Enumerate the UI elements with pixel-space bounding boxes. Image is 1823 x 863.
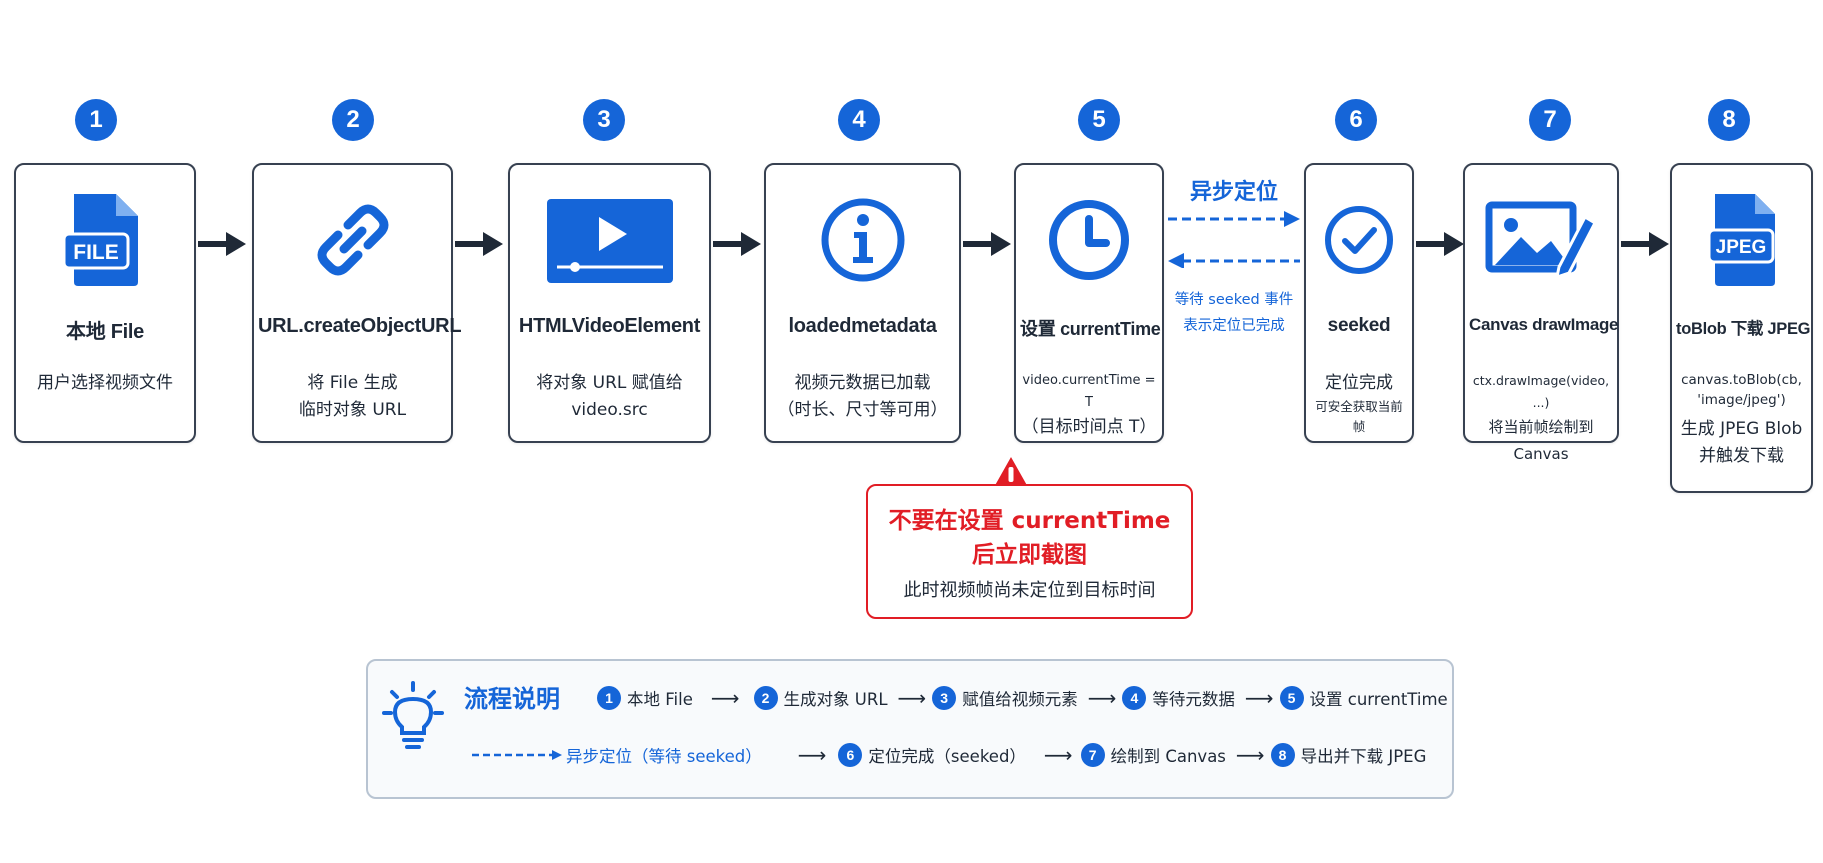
arrow-2-3 <box>455 232 503 256</box>
step-8-badge: 8 <box>1708 99 1750 141</box>
step-desc: 视频元数据已加载 <box>794 373 931 393</box>
step-card-6: seeked 定位完成 可安全获取当前帧 <box>1304 163 1414 443</box>
step-desc: 用户选择视频文件 <box>37 373 173 393</box>
arrow-3-4 <box>713 232 761 256</box>
async-label: 异步定位 <box>1190 180 1279 205</box>
step-title: 设置 currentTime <box>1020 319 1161 339</box>
warning-line1: 不要在设置 currentTime <box>888 508 1171 534</box>
legend-item: 生成对象 URL <box>783 690 888 709</box>
jpeg-icon-label: JPEG <box>1715 237 1766 258</box>
info-icon <box>766 185 959 295</box>
arrow-6-7 <box>1416 232 1464 256</box>
step-2-badge: 2 <box>332 99 374 141</box>
warning-line2: 后立即截图 <box>972 542 1087 568</box>
legend-item: 定位完成（seeked） <box>868 747 1026 766</box>
legend-item: 赋值给视频元素 <box>962 690 1078 709</box>
step-3-badge: 3 <box>583 99 625 141</box>
step-card-7: Canvas drawImage ctx.drawImage(video, ..… <box>1463 163 1619 463</box>
step-desc: （目标时间点 T） <box>1021 417 1157 437</box>
lightbulb-icon <box>382 681 444 749</box>
file-icon: FILE <box>16 185 194 295</box>
jpeg-file-icon: JPEG <box>1672 185 1811 295</box>
legend-num: 1 <box>597 686 621 710</box>
step-7-badge: 7 <box>1529 99 1571 141</box>
video-player-icon <box>510 185 709 295</box>
step-desc: （时长、尺寸等可用） <box>777 400 948 420</box>
step-title: toBlob 下载 JPEG <box>1676 320 1811 338</box>
warning-box: 不要在设置 currentTime 后立即截图 此时视频帧尚未定位到目标时间 <box>866 484 1193 619</box>
async-arrows <box>1168 211 1300 268</box>
step-6-badge: 6 <box>1335 99 1377 141</box>
step-title: 本地 File <box>66 321 144 343</box>
step-desc: 将当前帧绘制到 Canvas <box>1488 418 1594 463</box>
step-card-2: URL.createObjectURL 将 File 生成 临时对象 URL <box>252 163 462 443</box>
step-desc: 生成 JPEG Blob <box>1680 419 1803 439</box>
step-title: loadedmetadata <box>788 315 937 337</box>
check-circle-icon <box>1306 185 1412 295</box>
step-title: URL.createObjectURL <box>258 315 462 337</box>
arrow-7-8 <box>1621 232 1669 256</box>
link-icon <box>254 185 451 295</box>
clock-icon <box>1016 185 1162 295</box>
step-code: canvas.toBlob(cb, <box>1681 372 1802 388</box>
legend-num: 3 <box>932 686 957 710</box>
step-desc: 临时对象 URL <box>298 400 407 420</box>
step-desc: 将 File 生成 <box>307 373 398 393</box>
step-card-5: 设置 currentTime video.currentTime = T （目标… <box>1014 163 1164 443</box>
file-icon-label: FILE <box>73 241 119 264</box>
step-desc: 定位完成 <box>1325 373 1393 393</box>
legend-title: 流程说明 <box>464 685 560 713</box>
step-card-3: HTMLVideoElement 将对象 URL 赋值给 video.src <box>508 163 711 443</box>
arrow-1-2 <box>198 232 246 256</box>
legend-num: 2 <box>753 686 778 710</box>
async-wait-line1: 等待 seeked 事件 <box>1174 292 1294 308</box>
step-desc: 将对象 URL 赋值给 <box>536 373 683 393</box>
legend-async: 异步定位（等待 seeked） <box>566 747 762 766</box>
step-code: ctx.drawImage(video, ...) <box>1472 373 1610 410</box>
legend-num: 7 <box>1080 743 1105 767</box>
legend-num: 8 <box>1270 743 1295 767</box>
step-title: seeked <box>1327 315 1391 336</box>
step-1-badge: 1 <box>75 99 117 141</box>
step-desc-small: 可安全获取当前帧 <box>1315 399 1403 434</box>
step-card-8: JPEG toBlob 下载 JPEG canvas.toBlob(cb, 'i… <box>1670 163 1813 493</box>
step-code: 'image/jpeg') <box>1697 392 1786 408</box>
step-title: HTMLVideoElement <box>518 315 701 337</box>
legend-num: 4 <box>1122 686 1147 710</box>
legend-item: 本地 File <box>627 690 693 709</box>
legend-item: 绘制到 Canvas <box>1110 747 1226 766</box>
step-desc: 并触发下载 <box>1699 446 1784 466</box>
step-5-badge: 5 <box>1078 99 1120 141</box>
step-desc: video.src <box>571 400 648 420</box>
legend-num: 5 <box>1279 686 1304 710</box>
arrow-4-5 <box>963 232 1011 256</box>
legend-item: 导出并下载 JPEG <box>1300 747 1427 766</box>
step-code: video.currentTime = T <box>1022 373 1156 410</box>
image-edit-icon <box>1465 185 1617 295</box>
step-4-badge: 4 <box>838 99 880 141</box>
dashed-arrow-icon <box>472 750 562 760</box>
warning-line3: 此时视频帧尚未定位到目标时间 <box>903 580 1156 601</box>
step-title: Canvas drawImage <box>1469 315 1619 334</box>
legend-item: 等待元数据 <box>1152 690 1235 709</box>
step-card-1: FILE 本地 File 用户选择视频文件 <box>14 163 196 443</box>
async-wait-line2: 表示定位已完成 <box>1183 318 1285 334</box>
step-card-4: loadedmetadata 视频元数据已加载 （时长、尺寸等可用） <box>764 163 961 443</box>
legend-num: 6 <box>838 743 863 767</box>
legend-item: 设置 currentTime <box>1309 690 1448 709</box>
